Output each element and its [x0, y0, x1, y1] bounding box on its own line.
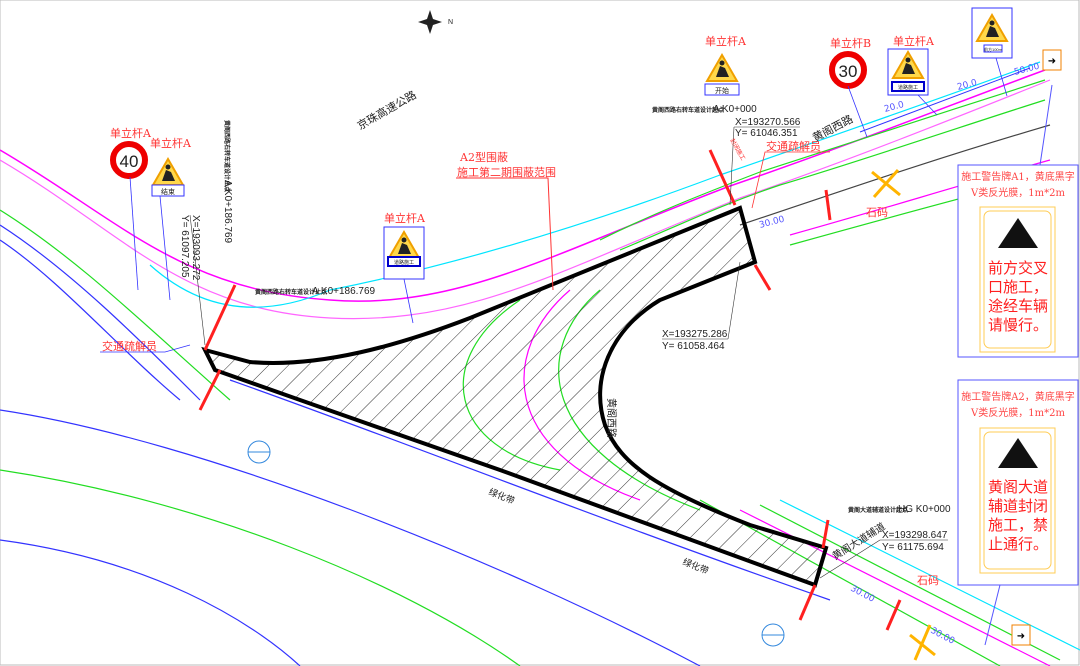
huangge-west-vertical-label: 黄阁西路 [605, 398, 618, 438]
svg-text:黄阁大道: 黄阁大道 [988, 478, 1048, 496]
svg-text:20.0: 20.0 [956, 78, 978, 93]
svg-text:请慢行。: 请慢行。 [988, 316, 1048, 334]
svg-text:单立杆B: 单立杆B [830, 36, 871, 50]
svg-text:X=193298.647: X=193298.647 [882, 530, 948, 541]
sign-ahead-100m[interactable]: 前方100m [971, 7, 1013, 97]
construction-warning-icon [998, 218, 1038, 248]
gate-markers [198, 149, 902, 631]
svg-text:前方交叉: 前方交叉 [988, 259, 1048, 277]
svg-text:施工警告牌A1，黄底黑字: 施工警告牌A1，黄底黑字 [961, 170, 1075, 183]
sign-start[interactable]: 单立杆A 开始 [704, 34, 747, 96]
station-hg-start: 黄阁大道辅道设计起点 HG K0+000 X=193298.647 Y= 611… [819, 504, 951, 579]
station-a-end-vertical: 黄阁西路右转车道设计止点 A K0+186.769 X=193093.272 Y… [179, 120, 233, 346]
svg-text:道路施工: 道路施工 [898, 84, 918, 91]
svg-text:单立杆A: 单立杆A [150, 136, 192, 150]
svg-text:N: N [448, 19, 453, 26]
svg-text:结束: 结束 [161, 187, 175, 196]
sign-speed-30[interactable]: 单立杆B 30 [829, 36, 871, 138]
svg-text:前方100m: 前方100m [984, 46, 1003, 52]
svg-text:Y= 61175.694: Y= 61175.694 [882, 542, 944, 553]
svg-text:40: 40 [120, 152, 139, 171]
gate-label: 封闭施工 [728, 137, 747, 162]
traffic-officer-label: 交通疏解员 [102, 339, 157, 353]
svg-text:A K0+186.769: A K0+186.769 [222, 180, 233, 244]
stone-label: 石码 [917, 574, 939, 587]
svg-text:道路施工: 道路施工 [394, 259, 414, 266]
stone-marker-icons [871, 169, 936, 661]
svg-text:V类反光膜，1m*2m: V类反光膜，1m*2m [970, 186, 1065, 199]
svg-text:单立杆A: 单立杆A [384, 211, 426, 225]
road-lines-upper [0, 61, 1051, 401]
svg-text:30: 30 [839, 62, 858, 81]
svg-text:止通行。: 止通行。 [988, 535, 1048, 553]
svg-text:A K0+186.769: A K0+186.769 [312, 286, 376, 297]
svg-text:50.00: 50.00 [1013, 61, 1041, 77]
svg-text:口施工，: 口施工， [988, 278, 1048, 296]
station-a-start: 黄阁西路右转车道设计起点 A K0+000 X=193270.566 Y= 61… [652, 104, 801, 206]
svg-text:30.00: 30.00 [849, 584, 877, 605]
traffic-officer-label: 交通疏解员 [766, 139, 821, 153]
station-mid: X=193275.286 Y= 61058.464 [662, 261, 741, 352]
svg-text:单立杆A: 单立杆A [705, 34, 747, 48]
sign-end[interactable]: 单立杆A 结束 [150, 136, 192, 301]
svg-text:A K0+000: A K0+000 [713, 104, 757, 115]
section-marker-icon [247, 440, 785, 647]
sign-speed-40[interactable]: 单立杆A 40 [110, 126, 152, 291]
green-belt-label: 绿化带 [681, 556, 710, 576]
svg-text:20.0: 20.0 [883, 100, 905, 115]
stone-label: 石码 [866, 206, 888, 219]
detour-arrow-icon: ➜ ➜ [1011, 49, 1062, 646]
warning-panel-a2: 施工警告牌A2，黄底黑字 V类反光膜，1m*2m 黄阁大道 辅道封闭 施工，禁 … [957, 84, 1079, 646]
green-belt-label: 绿化带 [487, 486, 516, 506]
warning-panel-a1: 施工警告牌A1，黄底黑字 V类反光膜，1m*2m 前方交叉 口施工， 途经车辆 … [957, 164, 1079, 358]
svg-text:V类反光膜，1m*2m: V类反光膜，1m*2m [970, 406, 1065, 419]
svg-text:单立杆A: 单立杆A [893, 34, 935, 48]
construction-warning-icon [706, 54, 738, 82]
construction-warning-icon [152, 158, 184, 186]
svg-text:单立杆A: 单立杆A [110, 126, 152, 140]
svg-text:途经车辆: 途经车辆 [988, 297, 1048, 315]
expressway-label: 京珠高速公路 [355, 87, 419, 132]
station-a-end: 黄阁西路右转车道设计止点 A K0+186.769 [255, 286, 376, 297]
svg-text:Y= 61046.351: Y= 61046.351 [735, 128, 798, 139]
svg-text:辅道封闭: 辅道封闭 [988, 497, 1048, 515]
enclosure-label: A2型围蔽 施工第二期围蔽范围 [456, 150, 556, 291]
construction-enclosure-zone[interactable] [201, 205, 829, 588]
svg-text:施工第二期围蔽范围: 施工第二期围蔽范围 [457, 165, 556, 179]
svg-text:X=193275.286: X=193275.286 [662, 329, 728, 340]
sign-lane-merge[interactable]: 单立杆A 道路施工 [383, 211, 426, 324]
svg-text:HG K0+000: HG K0+000 [898, 504, 951, 515]
north-arrow-icon: N [418, 10, 453, 34]
svg-text:X=193093.272: X=193093.272 [190, 215, 201, 281]
svg-text:开始: 开始 [715, 86, 729, 95]
construction-warning-icon [998, 438, 1038, 468]
svg-text:施工警告牌A2，黄底黑字: 施工警告牌A2，黄底黑字 [961, 390, 1075, 403]
svg-text:30.00: 30.00 [929, 626, 957, 647]
svg-text:X=193270.566: X=193270.566 [735, 117, 801, 128]
svg-text:黄阁西路右转车道设计止点: 黄阁西路右转车道设计止点 [255, 288, 327, 296]
sign-lane-merge[interactable]: 单立杆A 道路施工 [887, 34, 938, 116]
svg-text:➜: ➜ [1017, 631, 1025, 642]
svg-text:Y= 61058.464: Y= 61058.464 [662, 341, 725, 352]
svg-text:Y= 61097.205: Y= 61097.205 [179, 215, 190, 278]
svg-text:A2型围蔽: A2型围蔽 [459, 150, 508, 164]
svg-text:黄阁西路右转车道设计起点: 黄阁西路右转车道设计起点 [652, 106, 724, 114]
svg-text:施工，禁: 施工，禁 [988, 516, 1048, 534]
svg-text:黄阁大道辅道设计起点: 黄阁大道辅道设计起点 [848, 506, 908, 514]
svg-text:黄阁西路右转车道设计止点: 黄阁西路右转车道设计止点 [223, 120, 231, 192]
svg-text:➜: ➜ [1048, 56, 1056, 67]
